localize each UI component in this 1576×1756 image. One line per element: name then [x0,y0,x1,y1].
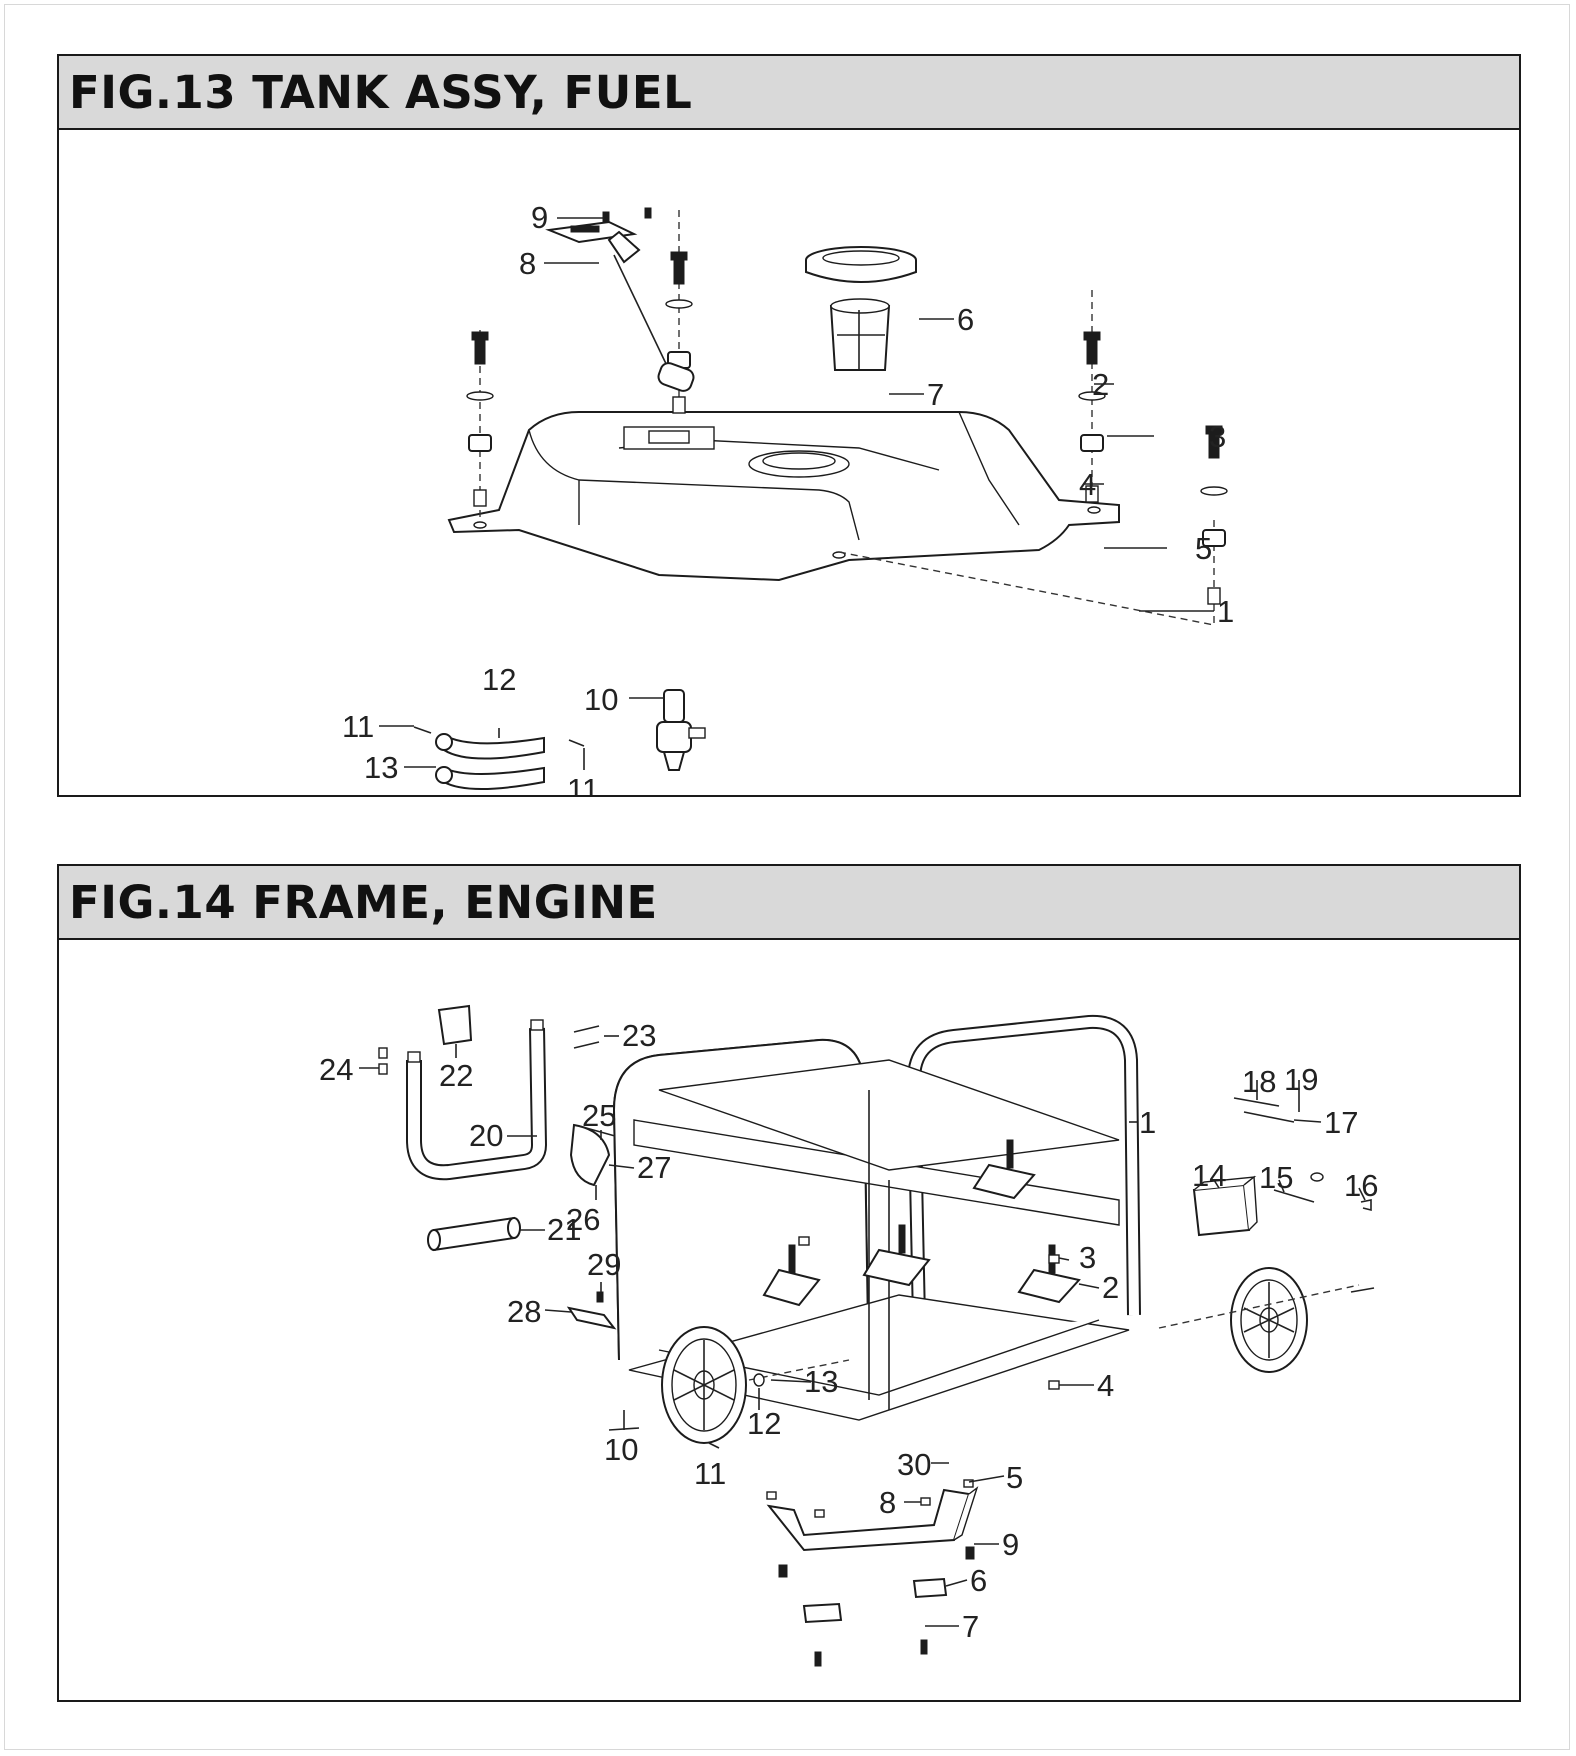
fig13-callout-1: 1 [1217,594,1234,629]
fig14-callout-28: 28 [507,1294,541,1329]
fig13-callout-5: 5 [1195,531,1212,566]
bolt-23a [573,1025,600,1033]
bracket-25 [569,1123,611,1187]
fig14-callout-6: 6 [970,1563,987,1598]
fig14-callout-1: 1 [1139,1105,1156,1140]
fig13-title: FIG.13 TANK ASSY, FUEL [69,65,693,119]
nut-24b [378,1063,388,1075]
handle [406,1019,548,1181]
fig14-callout-7: 7 [962,1609,979,1644]
fig14-callout-26: 26 [566,1202,600,1237]
nut-24a [378,1047,388,1059]
handle-bracket [437,1004,473,1046]
fig14-callout-27: 27 [637,1150,671,1185]
fig13-callout-9: 9 [531,200,548,235]
fig13-callout-7: 7 [927,377,944,412]
fig14-callout-5: 5 [1006,1460,1023,1495]
fig13-callout-8: 8 [519,246,536,281]
fig14-header: FIG.14 FRAME, ENGINE [59,866,1519,940]
fig13-callout-2: 2 [1092,367,1109,402]
wheel-right [1230,1267,1308,1373]
fuel-gauge [545,207,695,392]
fig14-callout-14: 14 [1192,1158,1226,1193]
fig14-callout-9: 9 [1002,1527,1019,1562]
fig14-callout-21: 21 [547,1212,581,1247]
fig14-callout-10: 10 [604,1432,638,1467]
fig14-callout-13: 13 [804,1364,838,1399]
axle-bolt-right [1350,1287,1375,1293]
battery [1192,1175,1258,1237]
foot-right [912,1577,948,1599]
bolt-stack-left [466,331,494,507]
fig14-callout-19: 19 [1284,1062,1318,1097]
rod-15 [1273,1189,1315,1203]
fig14-callout-4: 4 [1097,1368,1114,1403]
wheel-left [661,1326,747,1444]
fig14-callout-17: 17 [1324,1105,1358,1140]
fig14-callout-30: 30 [897,1447,931,1482]
fig14-callout-16: 16 [1344,1168,1378,1203]
fig13-callout-10: 10 [584,682,618,717]
fig14-callout-12: 12 [747,1406,781,1441]
fig13-diagram: 9 8 6 7 2 3 4 5 1 10 12 11 13 11 [342,200,1234,795]
bolt-stack-right [1078,331,1106,503]
washer-12 [753,1373,765,1387]
fig14-callout-25: 25 [582,1098,616,1133]
fig13-callout-11b: 11 [567,772,599,795]
bolt-stack-far-right [1200,425,1228,605]
fig14-callout-29: 29 [587,1247,621,1282]
foot-left [802,1602,843,1624]
fig13-header: FIG.13 TANK ASSY, FUEL [59,56,1519,130]
bracket-28 [566,1306,617,1330]
fuel-valve [656,689,706,771]
fig14-callout-20: 20 [469,1118,503,1153]
handle-grip [427,1216,521,1252]
fig13-panel: FIG.13 TANK ASSY, FUEL [57,54,1521,797]
fig13-callout-3: 3 [1209,419,1226,454]
fuel-hoses [413,726,585,790]
fig14-callout-8: 8 [879,1485,896,1520]
fig14-callout-22: 22 [439,1058,473,1093]
page-frame [4,4,1570,1750]
clip-16 [1360,1199,1372,1212]
fig14-panel: FIG.14 FRAME, ENGINE [57,864,1521,1702]
fig14-callout-2: 2 [1102,1270,1119,1305]
bolt-23b [573,1041,600,1049]
fig14-title: FIG.14 FRAME, ENGINE [69,875,658,929]
fig13-callout-11a: 11 [342,709,374,744]
fig14-callout-18: 18 [1242,1064,1276,1099]
base-plate [766,1486,979,1552]
fig13-callout-13: 13 [364,750,398,785]
fuel-cap [805,246,917,283]
fuel-tank [447,411,1120,582]
fig13-callout-12: 12 [482,662,516,697]
fig14-callout-15: 15 [1259,1160,1293,1195]
fig14-callout-23: 23 [622,1018,656,1053]
fig14-diagram: 24 22 23 20 25 27 26 21 29 28 10 11 12 1… [319,1004,1378,1667]
fig14-callout-24: 24 [319,1052,353,1087]
engine-mounts [762,1139,1081,1390]
fig14-callout-11: 11 [694,1456,726,1491]
fig14-callout-3: 3 [1079,1240,1096,1275]
fuel-strainer [829,298,891,371]
engine-frame [612,1014,1141,1421]
fig13-callout-6: 6 [957,302,974,337]
cable-18 [1233,1097,1280,1107]
cable-17 [1243,1111,1295,1123]
fig13-callout-4: 4 [1079,467,1096,502]
